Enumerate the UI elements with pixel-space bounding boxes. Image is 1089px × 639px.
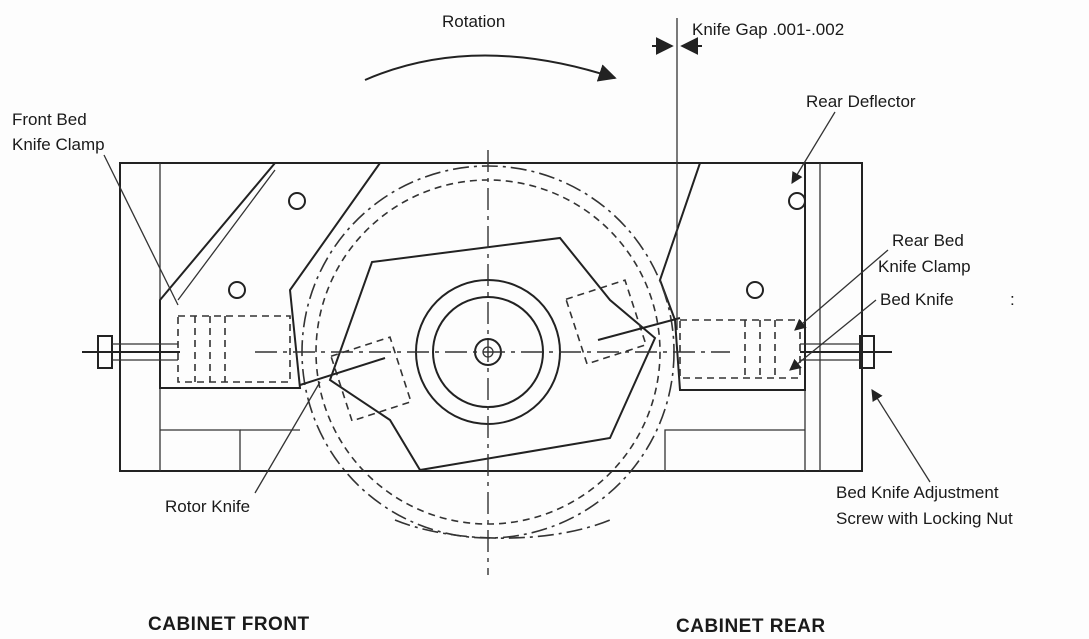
mounting-hole-front-low [228,281,246,299]
leader-front-clamp [103,154,179,306]
rotation-bottom-arc [394,519,611,539]
cabinet-rear-label: CABINET REAR [676,616,826,637]
front-clamp-label-line2: Knife Clamp [12,135,105,154]
mounting-hole-rear-top [788,192,806,210]
rear-clamp-label-line1: Rear Bed [892,231,964,250]
cabinet-front-label: CABINET FRONT [148,614,310,635]
rotor-blade-carrier [328,236,657,472]
rotor-knife-front [330,336,412,422]
front-base-step [160,429,241,471]
leader-rear-clamp [794,249,889,331]
rotor-knife-label: Rotor Knife [165,497,250,516]
mounting-hole-front-top [288,192,306,210]
front-locking-nut [97,335,113,369]
front-clamp-label-line1: Front Bed [12,110,87,129]
front-bed-knife-clamp [159,162,382,389]
rear-base-step [664,429,805,471]
rear-locking-nut [859,335,875,369]
rear-deflector-label: Rear Deflector [806,92,916,111]
leader-bed-knife [789,299,877,371]
rear-bed-knife [679,319,801,379]
front-clamp-edge [177,169,276,301]
rear-deflector-block [658,162,806,391]
leader-rear-deflector [791,111,836,185]
mounting-hole-rear-low [746,281,764,299]
cabinet-outline [119,162,863,472]
rotation-arrow [364,54,617,82]
rear-clamp-label-line2: Knife Clamp [878,257,971,276]
rotation-label: Rotation [442,12,505,31]
stray-mark: : [1010,290,1015,309]
knife-gap-label: Knife Gap .001-.002 [692,20,844,39]
leader-rotor-knife [254,381,321,494]
bed-knife-label: Bed Knife [880,290,954,309]
adjustment-label-line1: Bed Knife Adjustment [836,483,999,502]
adjustment-label-line2: Screw with Locking Nut [836,509,1013,528]
front-bed-knife [177,315,291,383]
leader-adjustment-screw [871,389,931,483]
rotor-knife-rear [565,279,647,365]
